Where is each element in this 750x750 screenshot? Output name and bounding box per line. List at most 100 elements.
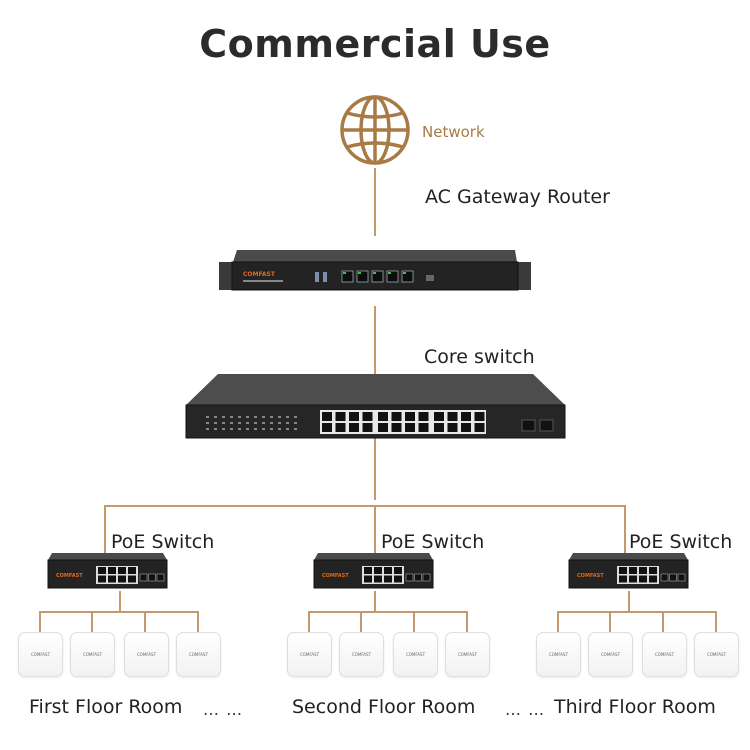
core-port xyxy=(418,412,429,421)
poe-port xyxy=(384,567,392,574)
poe-port xyxy=(629,567,637,574)
floor-label-first: First Floor Room xyxy=(29,696,183,718)
poe-switch-label-1: PoE Switch xyxy=(111,531,215,553)
core-port xyxy=(362,423,373,432)
access-point: COMFAST xyxy=(445,632,490,677)
router-port xyxy=(386,270,399,283)
core-port xyxy=(322,412,332,421)
poe-switch-device: COMFAST xyxy=(47,553,168,589)
core-port xyxy=(474,412,485,421)
core-switch-leds xyxy=(206,416,297,430)
access-point: COMFAST xyxy=(642,632,687,677)
page-title: Commercial Use xyxy=(199,22,551,66)
core-port xyxy=(434,412,444,421)
access-point: COMFAST xyxy=(588,632,633,677)
poe-port xyxy=(108,575,116,583)
poe-switch-brand: COMFAST xyxy=(322,573,349,579)
poe-port xyxy=(619,567,627,574)
poe-port xyxy=(364,575,372,583)
network-label: Network xyxy=(422,123,485,141)
poe-port xyxy=(98,575,106,583)
core-port xyxy=(461,423,471,432)
uplink-port xyxy=(405,573,414,582)
access-point: COMFAST xyxy=(536,632,581,677)
core-port xyxy=(378,412,388,421)
ellipsis-1: … … xyxy=(203,700,244,719)
router-port xyxy=(341,270,354,283)
core-switch xyxy=(185,374,566,439)
access-point: COMFAST xyxy=(18,632,63,677)
core-port xyxy=(391,412,402,421)
core-port xyxy=(349,423,359,432)
uplink-port xyxy=(669,573,677,582)
connection-lines xyxy=(39,168,717,632)
poe-switch-brand: COMFAST xyxy=(56,573,83,579)
router-port xyxy=(356,270,369,283)
poe-switch-device: COMFAST xyxy=(313,553,434,589)
core-port xyxy=(391,423,402,432)
poe-port xyxy=(394,567,402,574)
globe-icon xyxy=(340,95,410,165)
access-point: COMFAST xyxy=(393,632,438,677)
router-ports xyxy=(341,270,414,283)
poe-port xyxy=(128,567,136,574)
poe-switch-brand: COMFAST xyxy=(577,573,604,579)
floor-label-third: Third Floor Room xyxy=(554,696,716,718)
core-switch-ports xyxy=(320,410,486,434)
core-port xyxy=(447,423,458,432)
core-port xyxy=(378,423,388,432)
uplink-port xyxy=(148,573,156,582)
poe-port xyxy=(649,575,657,583)
access-point: COMFAST xyxy=(694,632,739,677)
uplink-port xyxy=(156,573,165,582)
core-port xyxy=(447,412,458,421)
uplink-port xyxy=(414,573,422,582)
poe-port xyxy=(649,567,657,574)
core-port xyxy=(362,412,373,421)
access-point: COMFAST xyxy=(70,632,115,677)
poe-port xyxy=(374,575,382,583)
poe-port xyxy=(374,567,382,574)
router-port xyxy=(371,270,384,283)
poe-port xyxy=(118,567,126,574)
ellipsis-2: … … xyxy=(505,700,546,719)
poe-port xyxy=(128,575,136,583)
router-port xyxy=(401,270,414,283)
poe-port xyxy=(639,567,647,574)
poe-port xyxy=(639,575,647,583)
ac-gateway-router: COMFAST xyxy=(219,250,531,291)
poe-port xyxy=(108,567,116,574)
poe-switch-label-2: PoE Switch xyxy=(381,531,485,553)
access-point: COMFAST xyxy=(176,632,221,677)
access-point: COMFAST xyxy=(339,632,384,677)
poe-switch-label-3: PoE Switch xyxy=(629,531,733,553)
uplink-port xyxy=(139,573,148,582)
poe-switches: COMFAST COMFAST COMFAST xyxy=(47,553,689,589)
router-label: AC Gateway Router xyxy=(425,186,610,208)
floor-label-second: Second Floor Room xyxy=(292,696,476,718)
core-port xyxy=(461,412,471,421)
poe-switch-device: COMFAST xyxy=(568,553,689,589)
poe-port xyxy=(619,575,627,583)
core-port xyxy=(335,412,346,421)
poe-port xyxy=(98,567,106,574)
access-point: COMFAST xyxy=(124,632,169,677)
access-point: COMFAST xyxy=(287,632,332,677)
poe-port xyxy=(629,575,637,583)
router-brand: COMFAST xyxy=(243,271,276,278)
uplink-port xyxy=(422,573,431,582)
uplink-port xyxy=(660,573,669,582)
core-switch-label: Core switch xyxy=(424,346,535,368)
core-port xyxy=(474,423,485,432)
core-port xyxy=(322,423,332,432)
core-port xyxy=(405,412,415,421)
core-port xyxy=(349,412,359,421)
poe-port xyxy=(364,567,372,574)
poe-port xyxy=(384,575,392,583)
core-port xyxy=(418,423,429,432)
poe-port xyxy=(118,575,126,583)
uplink-port xyxy=(677,573,686,582)
poe-port xyxy=(394,575,402,583)
core-port xyxy=(405,423,415,432)
